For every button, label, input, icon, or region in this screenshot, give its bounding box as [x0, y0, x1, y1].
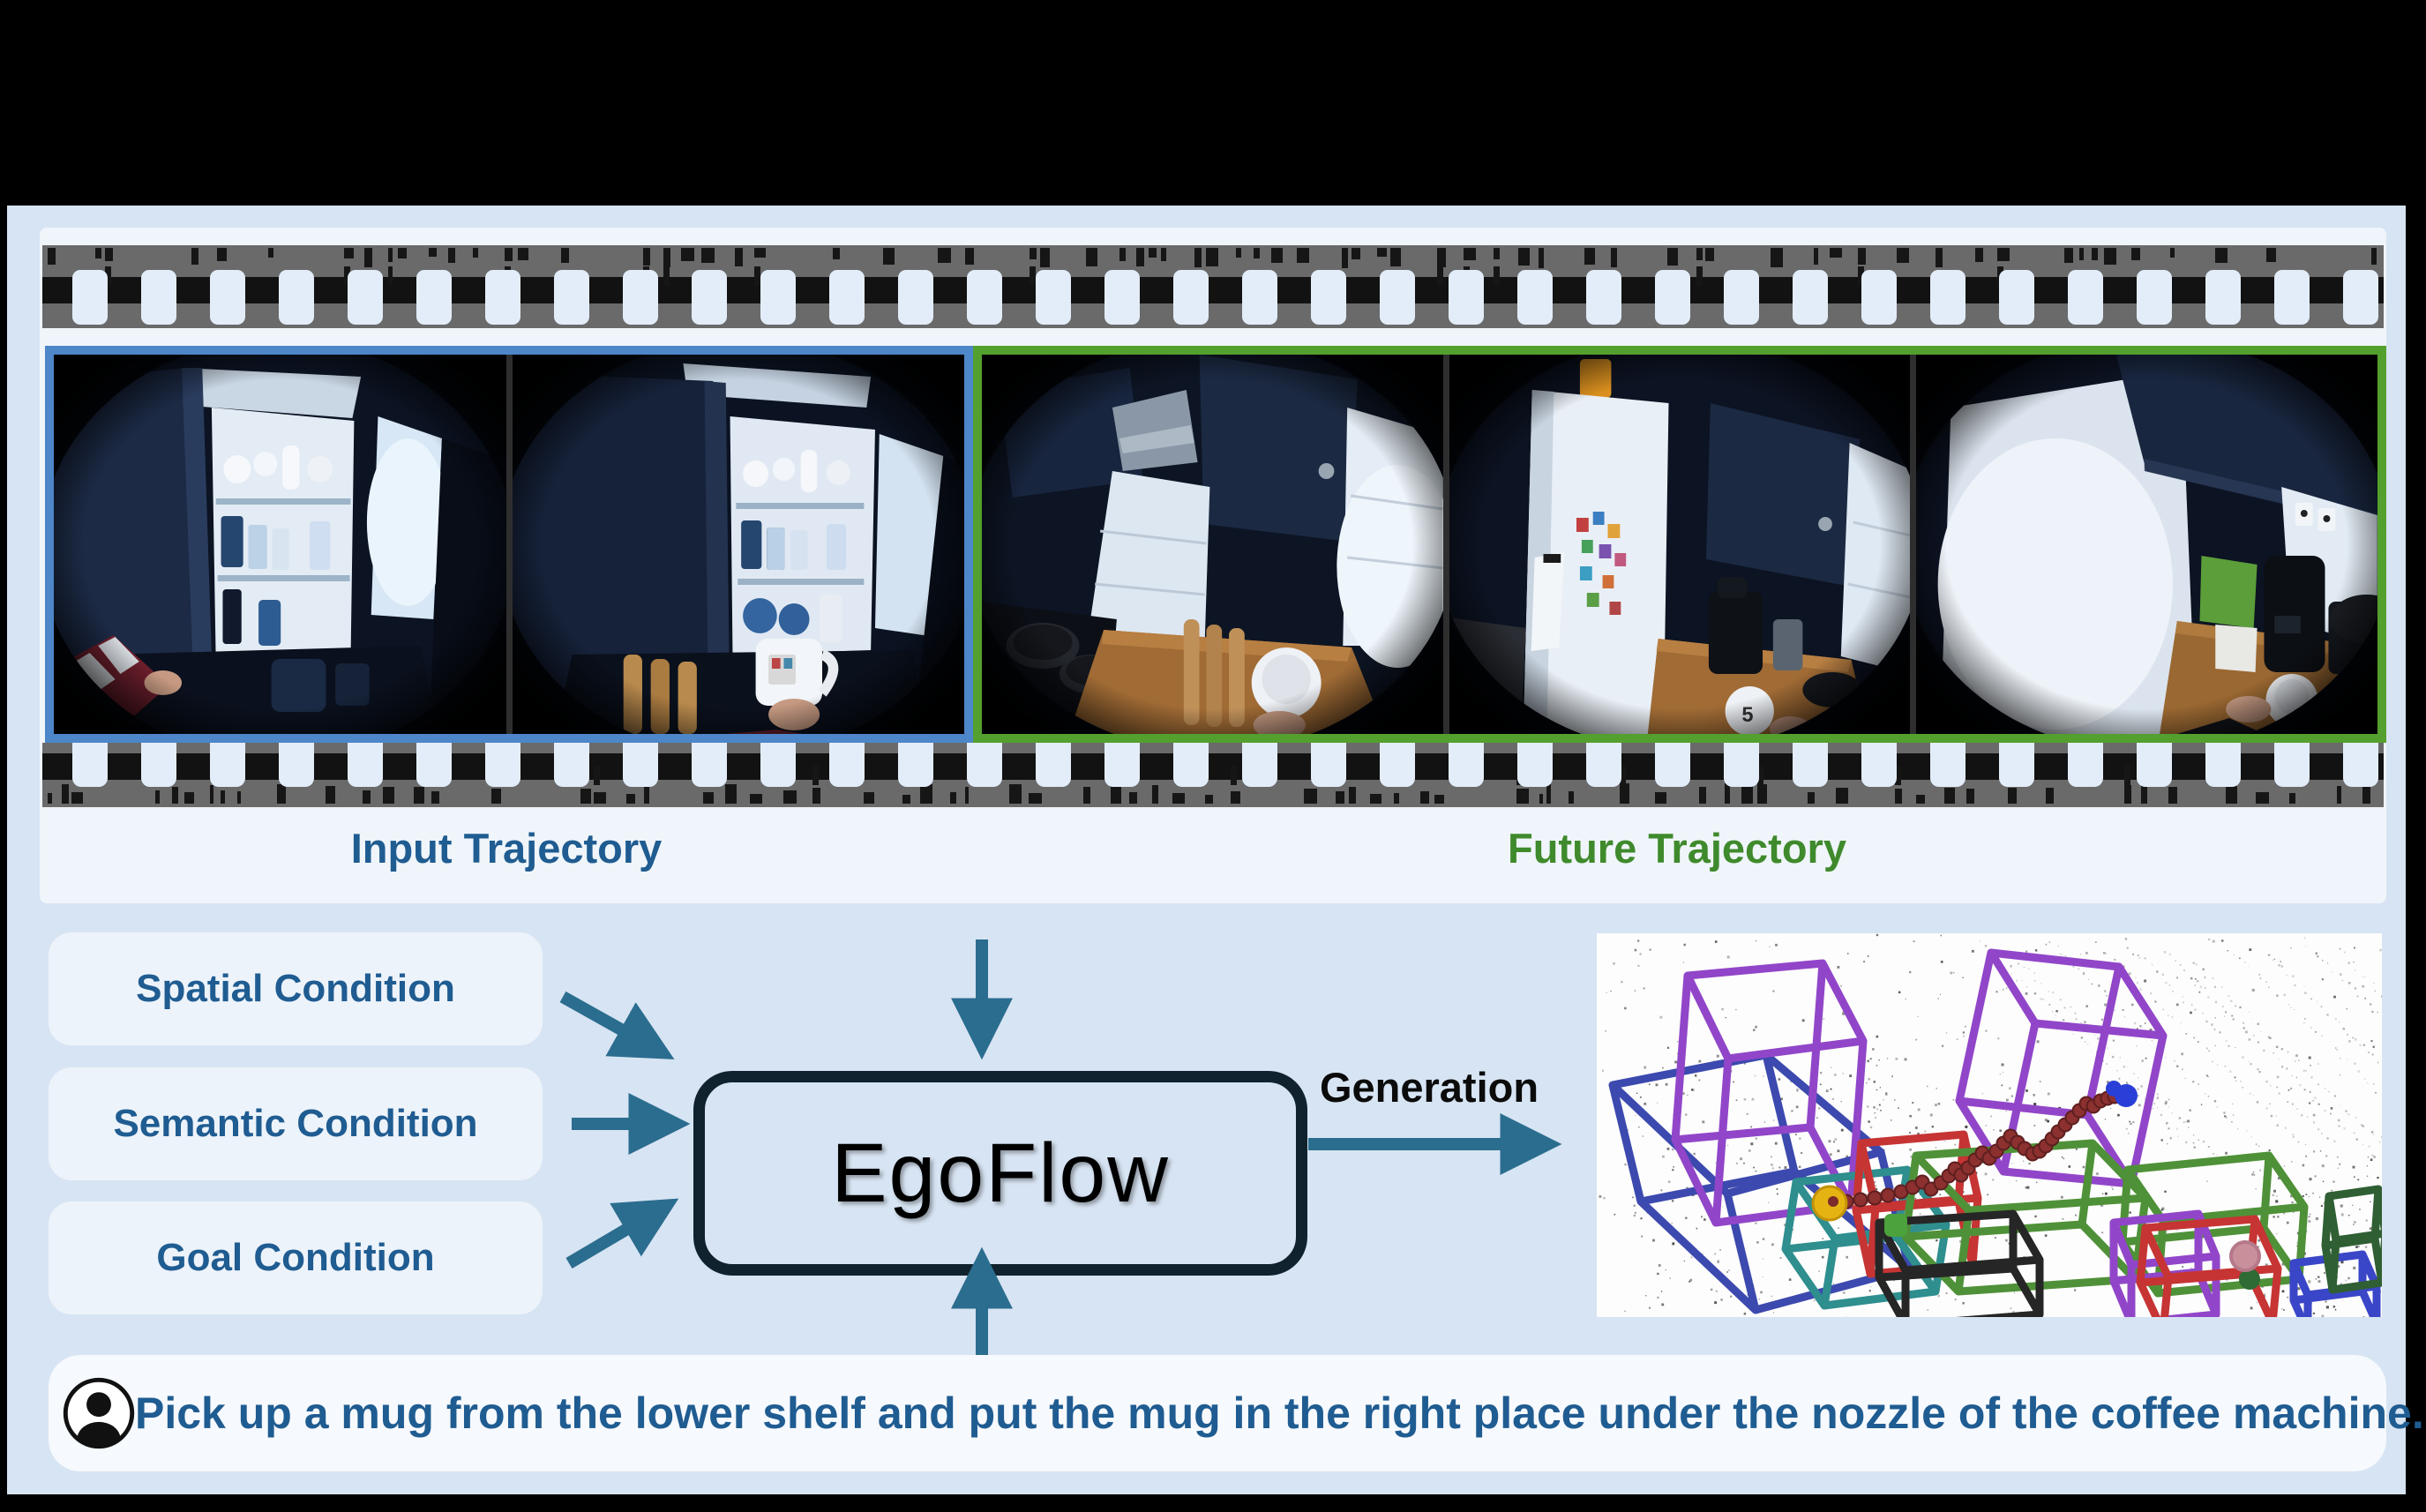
trajectory-3d-visualization — [1597, 933, 2382, 1317]
figure-panel: 5 — [7, 206, 2424, 1494]
instruction-bar: Pick up a mug from the lower shelf and p… — [49, 1355, 2424, 1471]
semantic-condition-label: Semantic Condition — [113, 1102, 478, 1145]
egoflow-label: EgoFlow — [831, 1126, 1170, 1220]
filmstrip-sprockets-top — [42, 245, 2384, 328]
egoflow-model-box: EgoFlow — [693, 1071, 1307, 1276]
filmstrip-sprockets-bottom — [42, 743, 2384, 807]
input-trajectory-label: Input Trajectory — [350, 825, 663, 872]
input-frame-1 — [54, 355, 506, 734]
generation-label: Generation — [1319, 1064, 1539, 1111]
semantic-condition-box: Semantic Condition — [49, 1067, 543, 1180]
input-trajectory-frames — [45, 346, 973, 743]
bounding-box-6 — [1875, 1209, 2044, 1317]
trajectory-labels: Input Trajectory Future Trajectory — [42, 817, 2384, 880]
future-trajectory-frames: 5 — [973, 346, 2386, 743]
goal-condition-label: Goal Condition — [156, 1236, 435, 1279]
goal-condition-box: Goal Condition — [49, 1201, 543, 1314]
future-frame-1 — [982, 355, 1443, 734]
bounding-box-11 — [2321, 1185, 2382, 1294]
filmstrip: 5 — [42, 245, 2386, 807]
filmstrip-frames-row: 5 — [45, 346, 2386, 743]
input-frame-2 — [512, 355, 964, 734]
future-frame-2: 5 — [1449, 355, 1911, 734]
bounding-box-2 — [1955, 948, 2168, 1188]
person-icon — [63, 1377, 135, 1449]
arrow-spatial-to-egoflow — [559, 991, 675, 1059]
filmstrip-card: 5 — [40, 228, 2386, 903]
bounding-box-9 — [2136, 1215, 2282, 1317]
future-frame-3 — [1916, 355, 2378, 734]
spatial-condition-label: Spatial Condition — [136, 967, 455, 1010]
arrow-goal-to-egoflow — [565, 1198, 679, 1269]
instruction-text: Pick up a mug from the lower shelf and p… — [135, 1388, 2424, 1438]
future-trajectory-label: Future Trajectory — [1508, 825, 1846, 872]
spatial-condition-box: Spatial Condition — [49, 932, 543, 1045]
